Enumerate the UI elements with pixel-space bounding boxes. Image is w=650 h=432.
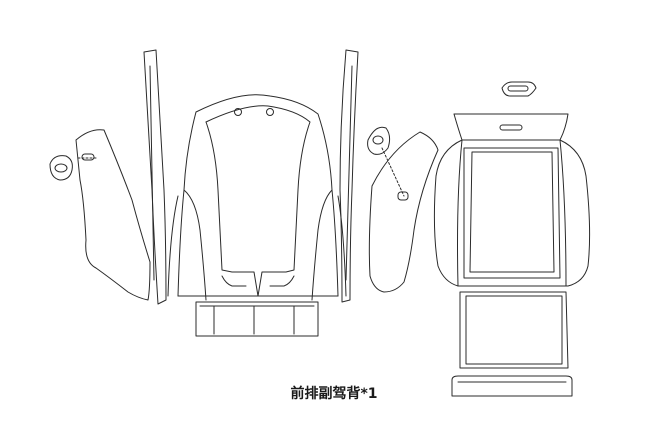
left-side-panel (49, 129, 151, 301)
diagram-caption: 前排副驾背*1 (290, 386, 378, 402)
right-strip (339, 49, 359, 303)
center-seat-back (167, 94, 347, 301)
slot-left-tab (49, 155, 73, 181)
center-skirt (195, 301, 319, 337)
right-side-panel (367, 126, 439, 293)
rear-back-panel (433, 81, 591, 397)
left-strip (143, 49, 167, 305)
